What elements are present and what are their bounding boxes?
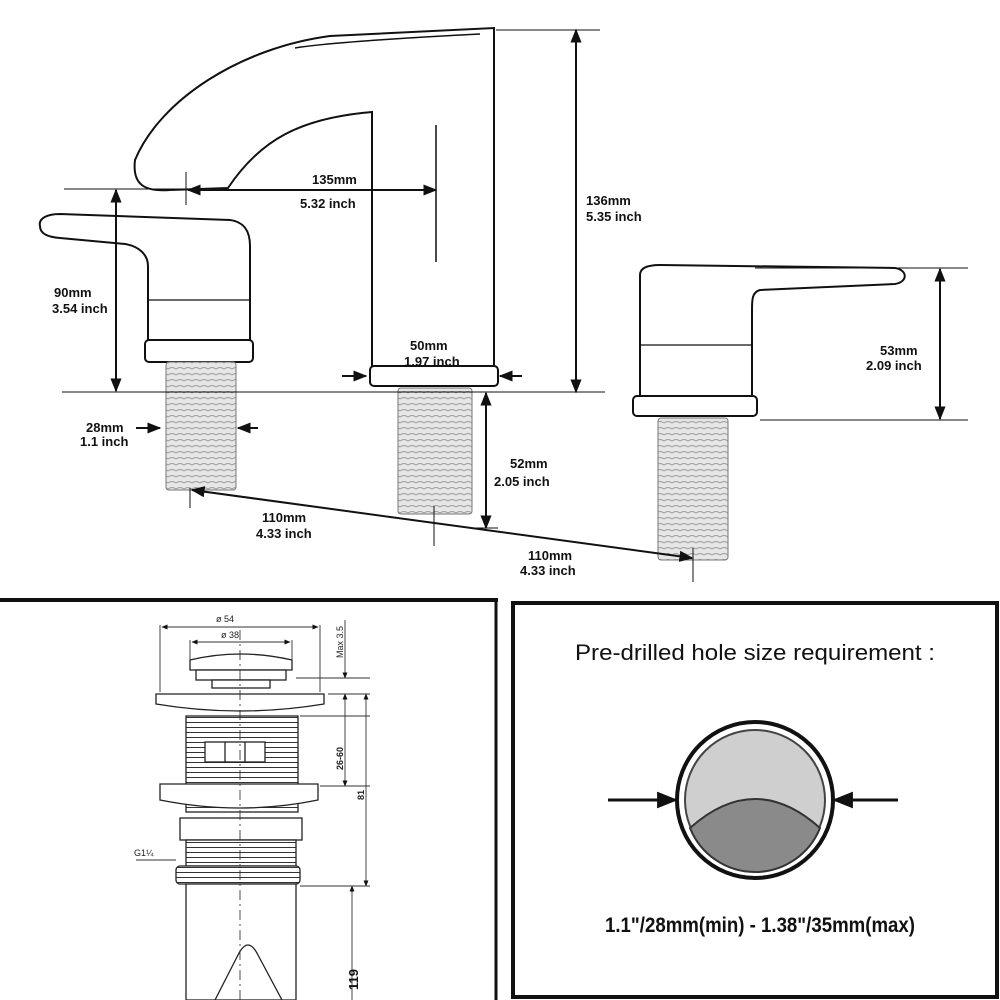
drain-total-length: 119 (346, 969, 361, 990)
spout (133, 26, 499, 387)
right-handle-height-mm: 53mm (880, 343, 918, 358)
right-handle (632, 263, 906, 417)
drain-dimension-labels: ø 54 ø 38 Max 3.5 26-60 81 G1¼ 119 (134, 614, 366, 990)
drain-drawing (155, 630, 325, 1000)
spacing-left-inch: 4.33 inch (256, 526, 312, 541)
spacing-right-inch: 4.33 inch (520, 563, 576, 578)
spout-reach-inch: 5.32 inch (300, 196, 356, 211)
shank-diameter-inch: 1.1 inch (80, 434, 128, 449)
spacing-left-mm: 110mm (262, 510, 306, 525)
faucet-dimension-labels: 135mm 5.32 inch 136mm 5.35 inch 90mm 3.5… (52, 172, 922, 578)
hole-requirement: Pre-drilled hole size requirement : 1.1"… (575, 640, 935, 937)
center-shank (397, 387, 473, 515)
drain-body-length: 81 (356, 790, 366, 800)
dimension-arrows (110, 28, 946, 562)
faucet-set-drawing (38, 26, 906, 561)
left-handle-height-mm: 90mm (54, 285, 92, 300)
spout-base-inch: 1.97 inch (404, 354, 460, 369)
hole-requirement-title: Pre-drilled hole size requirement : (575, 640, 935, 665)
hole-circle-illustration (675, 720, 835, 880)
spout-height-mm: 136mm (586, 193, 631, 208)
panel-dividers (0, 598, 999, 1000)
right-handle-height-inch: 2.09 inch (866, 358, 922, 373)
spacing-right-mm: 110mm (528, 548, 572, 563)
shank-length-inch: 2.05 inch (494, 474, 550, 489)
hole-requirement-panel (511, 601, 999, 999)
left-handle-height-inch: 3.54 inch (52, 301, 108, 316)
drain-dimension-lines (136, 620, 370, 1000)
left-shank (165, 361, 237, 491)
spout-base-mm: 50mm (410, 338, 448, 353)
drain-thread-size: G1¼ (134, 848, 154, 858)
drain-inner-diameter: ø 38 (221, 630, 239, 640)
right-shank (657, 417, 729, 561)
drain-outer-diameter: ø 54 (216, 614, 234, 624)
drain-thread-range: 26-60 (335, 747, 345, 770)
spout-height-inch: 5.35 inch (586, 209, 642, 224)
shank-length-mm: 52mm (510, 456, 548, 471)
spout-reach-mm: 135mm (312, 172, 357, 187)
shank-diameter-mm: 28mm (86, 420, 124, 435)
drain-max-lift: Max 3.5 (335, 626, 345, 658)
hole-size-range: 1.1"/28mm(min) - 1.38"/35mm(max) (605, 914, 915, 937)
